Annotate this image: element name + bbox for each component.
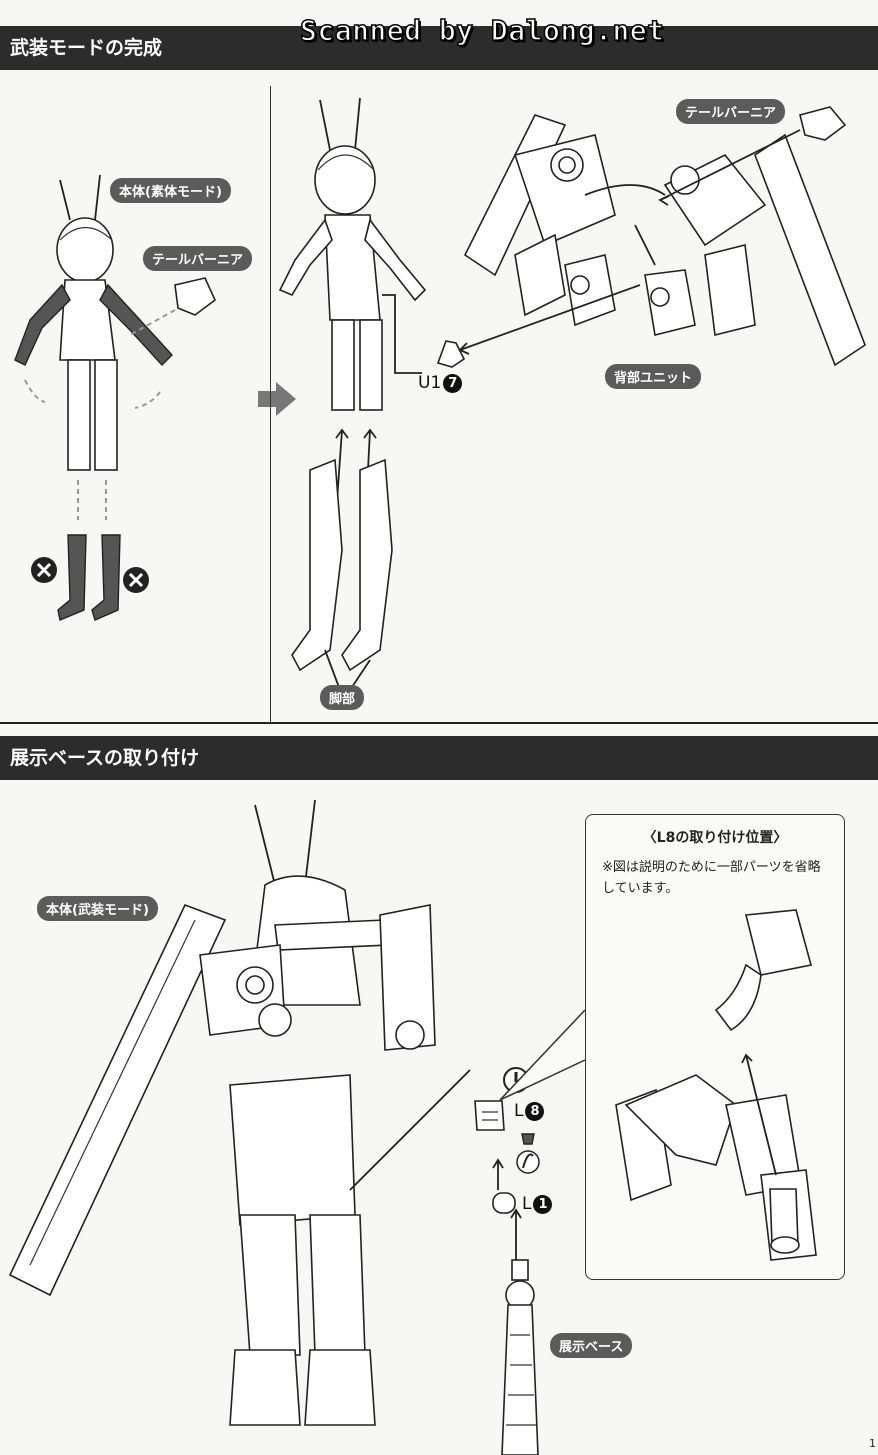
- cross-mark-icon: [31, 557, 57, 583]
- callout-title: 〈L8の取り付け位置〉: [642, 830, 788, 846]
- callout-pointer: [499, 1009, 586, 1101]
- part-letter: U1: [418, 373, 442, 393]
- label-body-plain-mode: 本体(素体モード): [110, 178, 231, 203]
- label-body-armed-mode: 本体(武装モード): [37, 896, 158, 921]
- part-number-circle: 1: [533, 1194, 553, 1214]
- section-divider: [0, 722, 878, 724]
- label-display-base: 展示ベース: [550, 1333, 633, 1358]
- back-unit-illustration: [458, 106, 866, 367]
- vertical-divider: [270, 86, 271, 722]
- part-number-u1-7: U1 7: [418, 373, 463, 393]
- label-tail-verniers-left: テールバーニア: [143, 246, 253, 271]
- label-back-unit: 背部ユニット: [605, 364, 702, 389]
- part-letter: L: [522, 1194, 532, 1214]
- part-number-l8: L 8: [514, 1101, 545, 1121]
- watermark-text: Scanned by Dalong.net: [299, 13, 665, 48]
- cross-mark-icon: [123, 567, 149, 593]
- page-number: 1: [869, 1437, 876, 1450]
- assembly-arrows: [492, 1158, 522, 1260]
- figure-armed-mode-illustration: [8, 799, 471, 1426]
- label-tail-verniers-right: テールバーニア: [676, 99, 786, 124]
- part-u1-7-illustration: [436, 340, 466, 368]
- part-l8-illustration: [474, 1100, 505, 1131]
- callout-l8-position: 〈L8の取り付け位置〉 ※図は説明のために一部パーツを省略しています。: [585, 814, 845, 1280]
- section-title: 武装モードの完成: [10, 37, 163, 59]
- part-number-circle: 7: [443, 373, 463, 393]
- part-l1-illustration: [492, 1192, 516, 1214]
- step-arrow-icon: [258, 382, 296, 416]
- part-number-circle: 8: [525, 1101, 545, 1121]
- pin-part-illustration: [516, 1133, 540, 1174]
- section-header-armed-mode: 武装モードの完成: [0, 26, 878, 70]
- display-base-illustration: [501, 1259, 539, 1455]
- figure-assembly-illustration: [278, 97, 427, 691]
- section-header-display-base: 展示ベースの取り付け: [0, 736, 878, 780]
- mount-part-illustration: [769, 1188, 800, 1254]
- label-legs: 脚部: [320, 685, 365, 710]
- part-number-l1: L 1: [522, 1194, 553, 1214]
- callout-note: ※図は説明のために一部パーツを省略しています。: [602, 860, 821, 896]
- section-title: 展示ベースの取り付け: [10, 747, 200, 769]
- figure-plain-mode-illustration: [14, 174, 216, 621]
- part-letter: L: [514, 1101, 524, 1121]
